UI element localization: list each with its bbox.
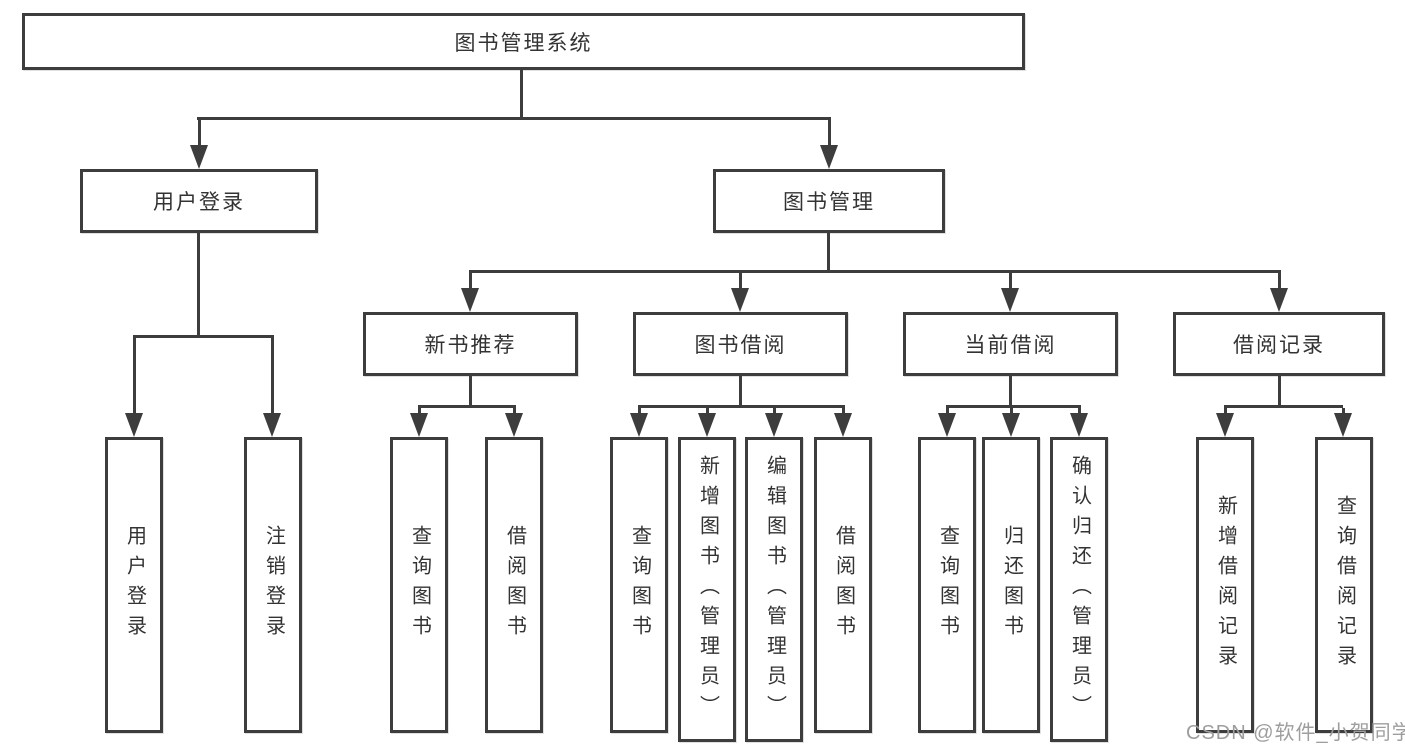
connector-current-stem	[1009, 376, 1012, 408]
connector-drop-records-leaf2	[1342, 408, 1345, 415]
connector-drop-recommend-leaf2	[513, 408, 516, 415]
csdn-watermark: CSDN @软件_小贺同学	[1186, 722, 1405, 744]
leaf-current-return-books: 归还图书	[982, 437, 1040, 733]
node-user-login: 用户登录	[80, 169, 318, 233]
node-new-book-recommend: 新书推荐	[363, 312, 578, 376]
node-book-borrow: 图书借阅	[633, 312, 848, 376]
arrowhead-borrow	[731, 288, 749, 312]
connector-level3-bar	[469, 270, 1281, 273]
connector-recommend-bar	[418, 405, 516, 408]
connector-books-stem	[827, 233, 830, 272]
connector-drop-borrow-leaf1	[638, 408, 641, 415]
arrowhead-login-leaf2	[263, 413, 281, 437]
connector-records-stem	[1278, 376, 1281, 408]
connector-drop-recommend-leaf1	[418, 408, 421, 415]
leaf-borrow-query-books: 查询图书	[610, 437, 668, 733]
arrowhead-recommend	[461, 288, 479, 312]
leaf-borrow-borrow-books: 借阅图书	[814, 437, 872, 733]
leaf-borrow-add-books-admin: 新增图书（管理员）	[678, 437, 736, 742]
connector-drop-records-leaf1	[1224, 408, 1227, 415]
connector-level2-bar	[197, 117, 831, 120]
connector-records-bar	[1224, 405, 1343, 408]
connector-drop-records	[1278, 273, 1281, 290]
connector-drop-current-leaf1	[946, 408, 949, 415]
arrowhead-login	[190, 145, 208, 169]
arrowhead-borrow-leaf1	[630, 413, 648, 437]
connector-borrow-stem	[739, 376, 742, 408]
arrowhead-records-leaf1	[1216, 413, 1234, 437]
connector-drop-books	[828, 120, 831, 146]
arrowhead-records	[1270, 288, 1288, 312]
arrowhead-current-leaf1	[938, 413, 956, 437]
connector-drop-current-leaf3	[1078, 408, 1081, 415]
connector-drop-borrow-leaf4	[842, 408, 845, 415]
connector-borrow-bar	[638, 405, 845, 408]
leaf-logout: 注销登录	[244, 437, 302, 733]
leaf-recommend-borrow-books: 借阅图书	[485, 437, 543, 733]
connector-drop-borrow-leaf2	[706, 408, 709, 415]
leaf-records-query-record: 查询借阅记录	[1315, 437, 1373, 733]
leaf-records-add-record: 新增借阅记录	[1196, 437, 1254, 733]
arrowhead-records-leaf2	[1334, 413, 1352, 437]
connector-current-bar	[946, 405, 1081, 408]
arrowhead-current-leaf2	[1002, 413, 1020, 437]
connector-login-bar	[133, 335, 274, 338]
connector-recommend-stem	[469, 376, 472, 408]
connector-drop-current	[1009, 273, 1012, 290]
node-current-borrow: 当前借阅	[903, 312, 1118, 376]
arrowhead-recommend-leaf2	[505, 413, 523, 437]
arrowhead-borrow-leaf2	[698, 413, 716, 437]
connector-drop-current-leaf2	[1010, 408, 1013, 415]
arrowhead-recommend-leaf1	[410, 413, 428, 437]
connector-drop-recommend	[469, 273, 472, 290]
connector-drop-borrow-leaf3	[773, 408, 776, 415]
leaf-borrow-edit-books-admin: 编辑图书（管理员）	[745, 437, 803, 742]
node-book-management: 图书管理	[713, 169, 945, 233]
arrowhead-borrow-leaf4	[834, 413, 852, 437]
connector-drop-login-leaf2	[271, 338, 274, 414]
arrowhead-current-leaf3	[1070, 413, 1088, 437]
leaf-current-query-books: 查询图书	[918, 437, 976, 733]
connector-drop-login	[198, 120, 201, 146]
connector-drop-login-leaf1	[133, 338, 136, 414]
node-root-system: 图书管理系统	[22, 13, 1025, 70]
arrowhead-login-leaf1	[125, 413, 143, 437]
leaf-recommend-query-books: 查询图书	[390, 437, 448, 733]
arrowhead-current	[1001, 288, 1019, 312]
arrowhead-borrow-leaf3	[765, 413, 783, 437]
arrowhead-books	[820, 145, 838, 169]
connector-drop-borrow	[739, 273, 742, 290]
node-borrow-records: 借阅记录	[1173, 312, 1385, 376]
connector-login-stem	[197, 233, 200, 335]
connector-root-stem	[520, 70, 523, 118]
leaf-current-confirm-return-admin: 确认归还（管理员）	[1050, 437, 1108, 742]
leaf-user-login: 用户登录	[105, 437, 163, 733]
